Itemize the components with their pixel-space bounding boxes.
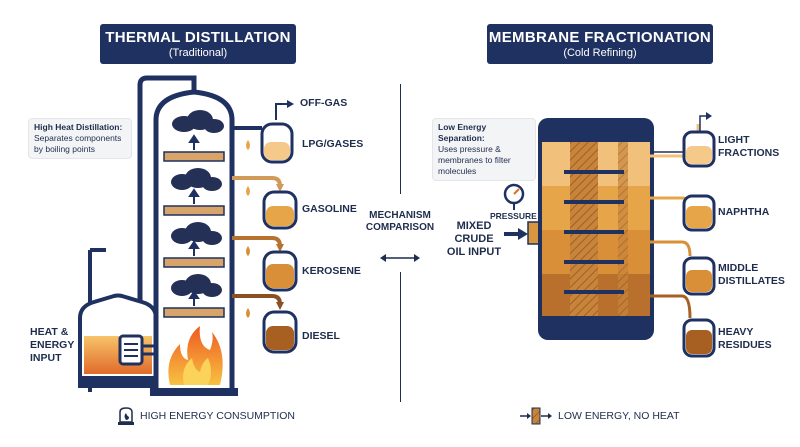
light-fractions-receiver-icon <box>682 130 716 168</box>
thermal-callout-body: Separates components by boiling points <box>34 133 122 154</box>
distillation-column <box>150 89 238 396</box>
vapor-cloud-icon <box>171 110 224 297</box>
thermal-callout: High Heat Distillation: Separates compon… <box>28 118 132 159</box>
thermal-subtitle: (Traditional) <box>168 47 228 59</box>
diesel-receiver-icon <box>262 310 298 354</box>
furnace <box>78 293 166 388</box>
thermal-callout-title: High Heat Distillation: <box>34 122 123 132</box>
membrane-callout: Low Energy Separation: Uses pressure & m… <box>432 118 536 181</box>
left-product-draws <box>232 100 298 354</box>
membrane-footer: LOW ENERGY, NO HEAT <box>558 410 680 422</box>
thermal-footer: HIGH ENERGY CONSUMPTION <box>140 410 295 422</box>
middle-distillates-receiver-icon <box>682 256 716 296</box>
output-naphtha-label: NAPHTHA <box>718 206 770 218</box>
input-arrow <box>504 221 543 245</box>
pressure-gauge-icon <box>503 183 525 210</box>
fire-icon <box>168 326 223 385</box>
right-product-draws <box>650 112 716 358</box>
output-light-fractions-label: LIGHT FRACTIONS <box>718 134 780 159</box>
output-middle-distillates-label: MIDDLE DISTILLATES <box>718 262 785 287</box>
lpg-receiver-icon <box>260 122 294 164</box>
membrane-callout-title: Low Energy Separation: <box>438 122 487 143</box>
heat-energy-input-label: HEAT & ENERGY INPUT <box>30 326 75 364</box>
divider-bottom <box>400 272 401 402</box>
thermal-distillation-banner: THERMAL DISTILLATION (Traditional) <box>100 24 296 64</box>
membrane-fractionation-banner: MEMBRANE FRACTIONATION (Cold Refining) <box>487 24 713 64</box>
divider-top <box>400 84 401 194</box>
mixed-crude-input-label: MIXED CRUDE OIL INPUT <box>446 220 502 258</box>
thermal-title: THERMAL DISTILLATION <box>105 29 291 46</box>
gasoline-receiver-icon <box>262 190 298 230</box>
naphtha-receiver-icon <box>682 194 716 232</box>
membrane-filter-icon <box>520 407 552 425</box>
membrane-filter-layer <box>570 142 598 316</box>
output-kerosene-label: KEROSENE <box>302 265 361 277</box>
output-lpg-label: LPG/GASES <box>302 138 364 150</box>
output-offgas-label: OFF-GAS <box>300 97 348 109</box>
membrane-subtitle: (Cold Refining) <box>563 47 637 59</box>
membrane-title: MEMBRANE FRACTIONATION <box>488 29 712 46</box>
pressure-label: PRESSURE <box>490 211 537 221</box>
bidirectional-arrow-icon <box>380 254 420 262</box>
output-heavy-residues-label: HEAVY RESIDUES <box>718 326 772 351</box>
heavy-residues-receiver-icon <box>682 318 716 358</box>
output-diesel-label: DIESEL <box>302 330 340 342</box>
kerosene-receiver-icon <box>262 250 298 292</box>
furnace-flame-icon <box>118 407 134 425</box>
membrane-vessel <box>538 118 654 340</box>
membrane-callout-body: Uses pressure & membranes to filter mole… <box>438 144 511 176</box>
mechanism-comparison-label: MECHANISM COMPARISON <box>365 210 435 233</box>
output-gasoline-label: GASOLINE <box>302 203 357 215</box>
